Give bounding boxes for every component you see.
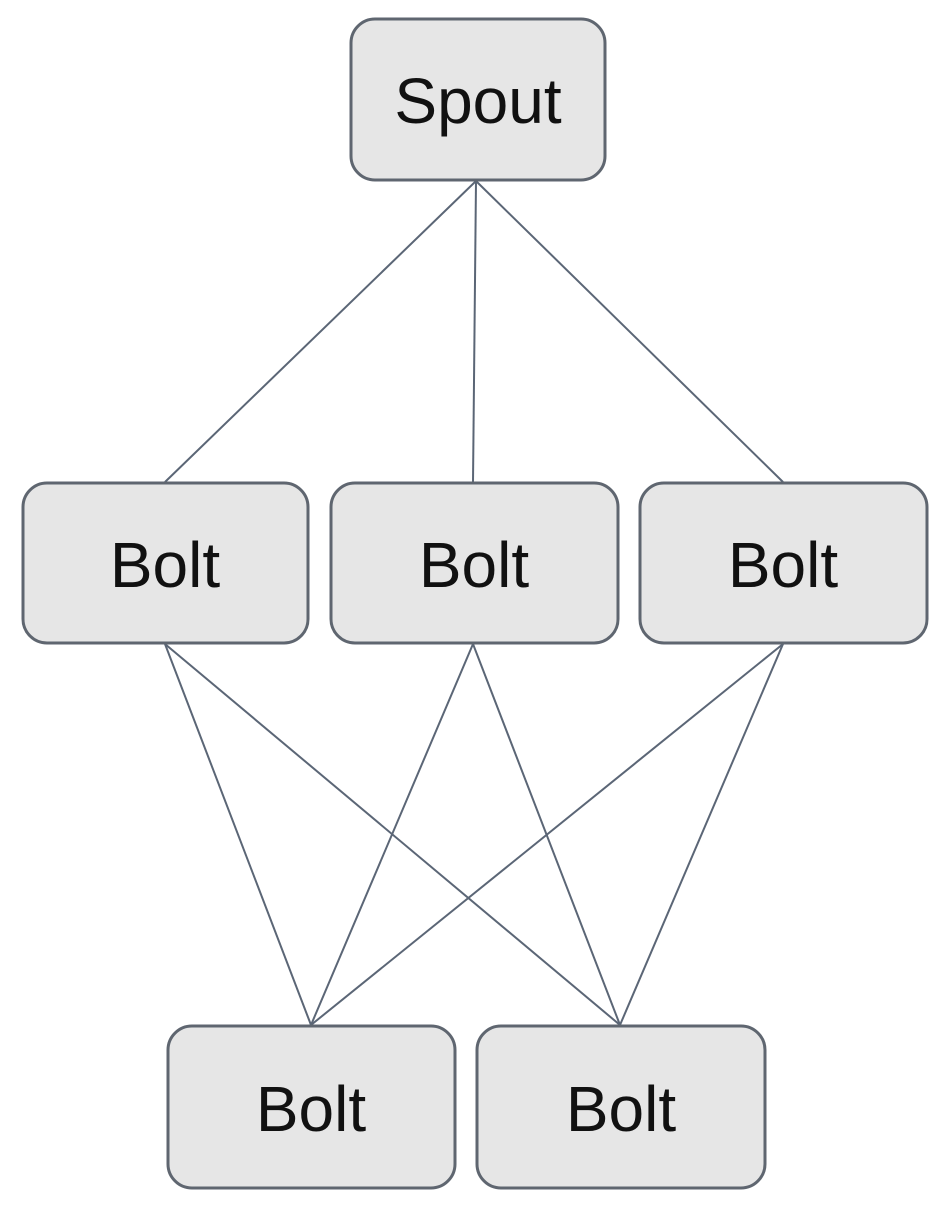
node-bolt-5-box (475, 1024, 767, 1190)
edge-bolt-3-bolt-4 (310, 643, 784, 1026)
node-spout: Spout (349, 17, 607, 182)
edge-spout-bolt-3 (475, 180, 784, 483)
node-bolt-3-box (638, 481, 929, 645)
nodes-layer: Spout Bolt Bolt Bolt Bolt Bolt (21, 17, 929, 1190)
node-spout-box (349, 17, 607, 182)
node-bolt-3-label: Bolt (728, 529, 839, 601)
node-bolt-1-box (21, 481, 310, 645)
node-bolt-4-label: Bolt (256, 1073, 367, 1145)
node-bolt-3: Bolt (638, 481, 929, 645)
node-bolt-2-box (329, 481, 620, 645)
edge-spout-bolt-2 (472, 180, 477, 483)
node-bolt-4-box (166, 1024, 457, 1190)
edge-bolt-3-bolt-5 (619, 643, 784, 1026)
edge-bolt-2-bolt-4 (310, 643, 474, 1026)
node-bolt-1-label: Bolt (110, 529, 221, 601)
edges-layer (164, 180, 784, 1026)
node-bolt-5: Bolt (475, 1024, 767, 1190)
edge-bolt-1-bolt-4 (164, 643, 312, 1026)
node-bolt-4: Bolt (166, 1024, 457, 1190)
node-bolt-2-label: Bolt (419, 529, 530, 601)
node-bolt-1: Bolt (21, 481, 310, 645)
edge-spout-bolt-1 (164, 180, 477, 483)
node-spout-label: Spout (394, 65, 561, 137)
node-bolt-5-label: Bolt (566, 1073, 677, 1145)
node-bolt-2: Bolt (329, 481, 620, 645)
